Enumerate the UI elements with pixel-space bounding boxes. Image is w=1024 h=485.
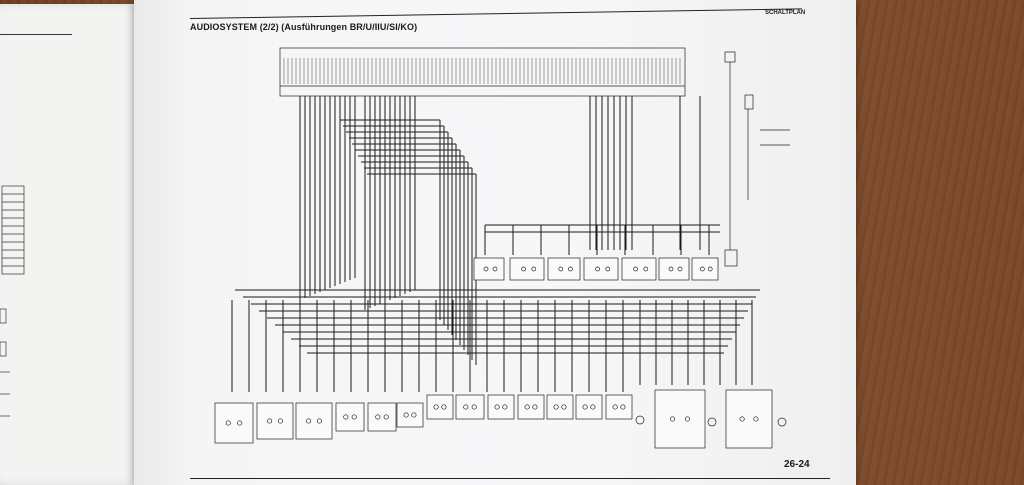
switch-contact: [471, 404, 477, 410]
switch-contact: [739, 416, 745, 422]
mid-switch-box: [547, 257, 581, 281]
indicator-lamp: [777, 417, 787, 427]
switch-contact: [351, 414, 357, 420]
switch-contact: [582, 404, 588, 410]
switch-box: [654, 389, 706, 449]
connector-pin-ticks: [283, 58, 681, 84]
switch-contact: [643, 266, 649, 272]
switch-contact: [668, 266, 674, 272]
switch-contact: [502, 404, 508, 410]
mid-switch-box: [509, 257, 545, 281]
switch-components: [214, 389, 787, 449]
page-title: AUDIOSYSTEM (2/2) (Ausführungen BR/U/IIU…: [190, 22, 418, 32]
switch-contact: [441, 404, 447, 410]
mid-switch-box: [691, 257, 719, 281]
middle-switch-components: [473, 257, 719, 281]
audio-head-unit-connector: [279, 47, 686, 97]
switch-contact: [375, 414, 381, 420]
indicator-lamp: [707, 417, 717, 427]
left-page-rule: [0, 34, 72, 35]
switch-contact: [383, 414, 389, 420]
switch-contact: [700, 266, 705, 272]
switch-contact: [483, 266, 489, 272]
switch-contact: [237, 420, 243, 426]
switch-contact: [277, 418, 283, 424]
left-manual-page: [0, 4, 140, 485]
switch-box: [546, 394, 574, 420]
switch-contact: [707, 266, 713, 272]
mid-switch-box: [473, 257, 505, 281]
section-label: SCHALTPLAN: [765, 10, 806, 16]
indicator-lamp: [635, 415, 645, 425]
switch-box: [214, 402, 254, 444]
switch-contact: [633, 266, 638, 272]
switch-contact: [225, 420, 231, 426]
switch-contact: [558, 266, 564, 272]
switch-contact: [677, 266, 683, 272]
switch-box: [295, 402, 333, 440]
switch-contact: [494, 404, 500, 410]
switch-contact: [590, 404, 596, 410]
switch-contact: [531, 266, 537, 272]
switch-contact: [684, 416, 691, 422]
switch-box: [725, 389, 773, 449]
page-number: 26-24: [784, 459, 810, 470]
mid-switch-box: [583, 257, 619, 281]
switch-contact: [521, 266, 526, 272]
switch-contact: [568, 266, 573, 272]
switch-box: [517, 394, 545, 420]
switch-contact: [316, 418, 322, 424]
left-page-wiring: [0, 185, 25, 417]
switch-box: [396, 402, 424, 428]
switch-contact: [553, 404, 559, 410]
switch-contact: [306, 418, 312, 424]
mid-switch-box: [621, 257, 657, 281]
switch-box: [487, 394, 515, 420]
switch-box: [455, 394, 485, 420]
wire-harness: [231, 96, 760, 392]
switch-contact: [605, 266, 611, 272]
switch-contact: [463, 404, 469, 410]
switch-box: [426, 394, 454, 420]
switch-box: [605, 394, 633, 420]
switch-contact: [403, 412, 409, 418]
left-connector-table: [1, 185, 25, 275]
switch-contact: [612, 404, 618, 410]
right-side-components: [724, 51, 790, 267]
switch-box: [575, 394, 603, 420]
switch-contact: [267, 418, 273, 424]
switch-contact: [492, 266, 498, 272]
switch-contact: [620, 404, 626, 410]
switch-contact: [433, 404, 439, 410]
switch-contact: [343, 414, 349, 420]
switch-contact: [595, 266, 600, 272]
switch-contact: [524, 404, 530, 410]
switch-contact: [561, 404, 567, 410]
mid-switch-box: [658, 257, 690, 281]
switch-contact: [411, 412, 417, 418]
switch-box: [367, 402, 397, 432]
switch-box: [335, 402, 365, 432]
switch-contact: [753, 416, 759, 422]
footer-rule: [190, 478, 830, 479]
switch-contact: [532, 404, 538, 410]
switch-box: [256, 402, 294, 440]
switch-contact: [669, 416, 676, 422]
